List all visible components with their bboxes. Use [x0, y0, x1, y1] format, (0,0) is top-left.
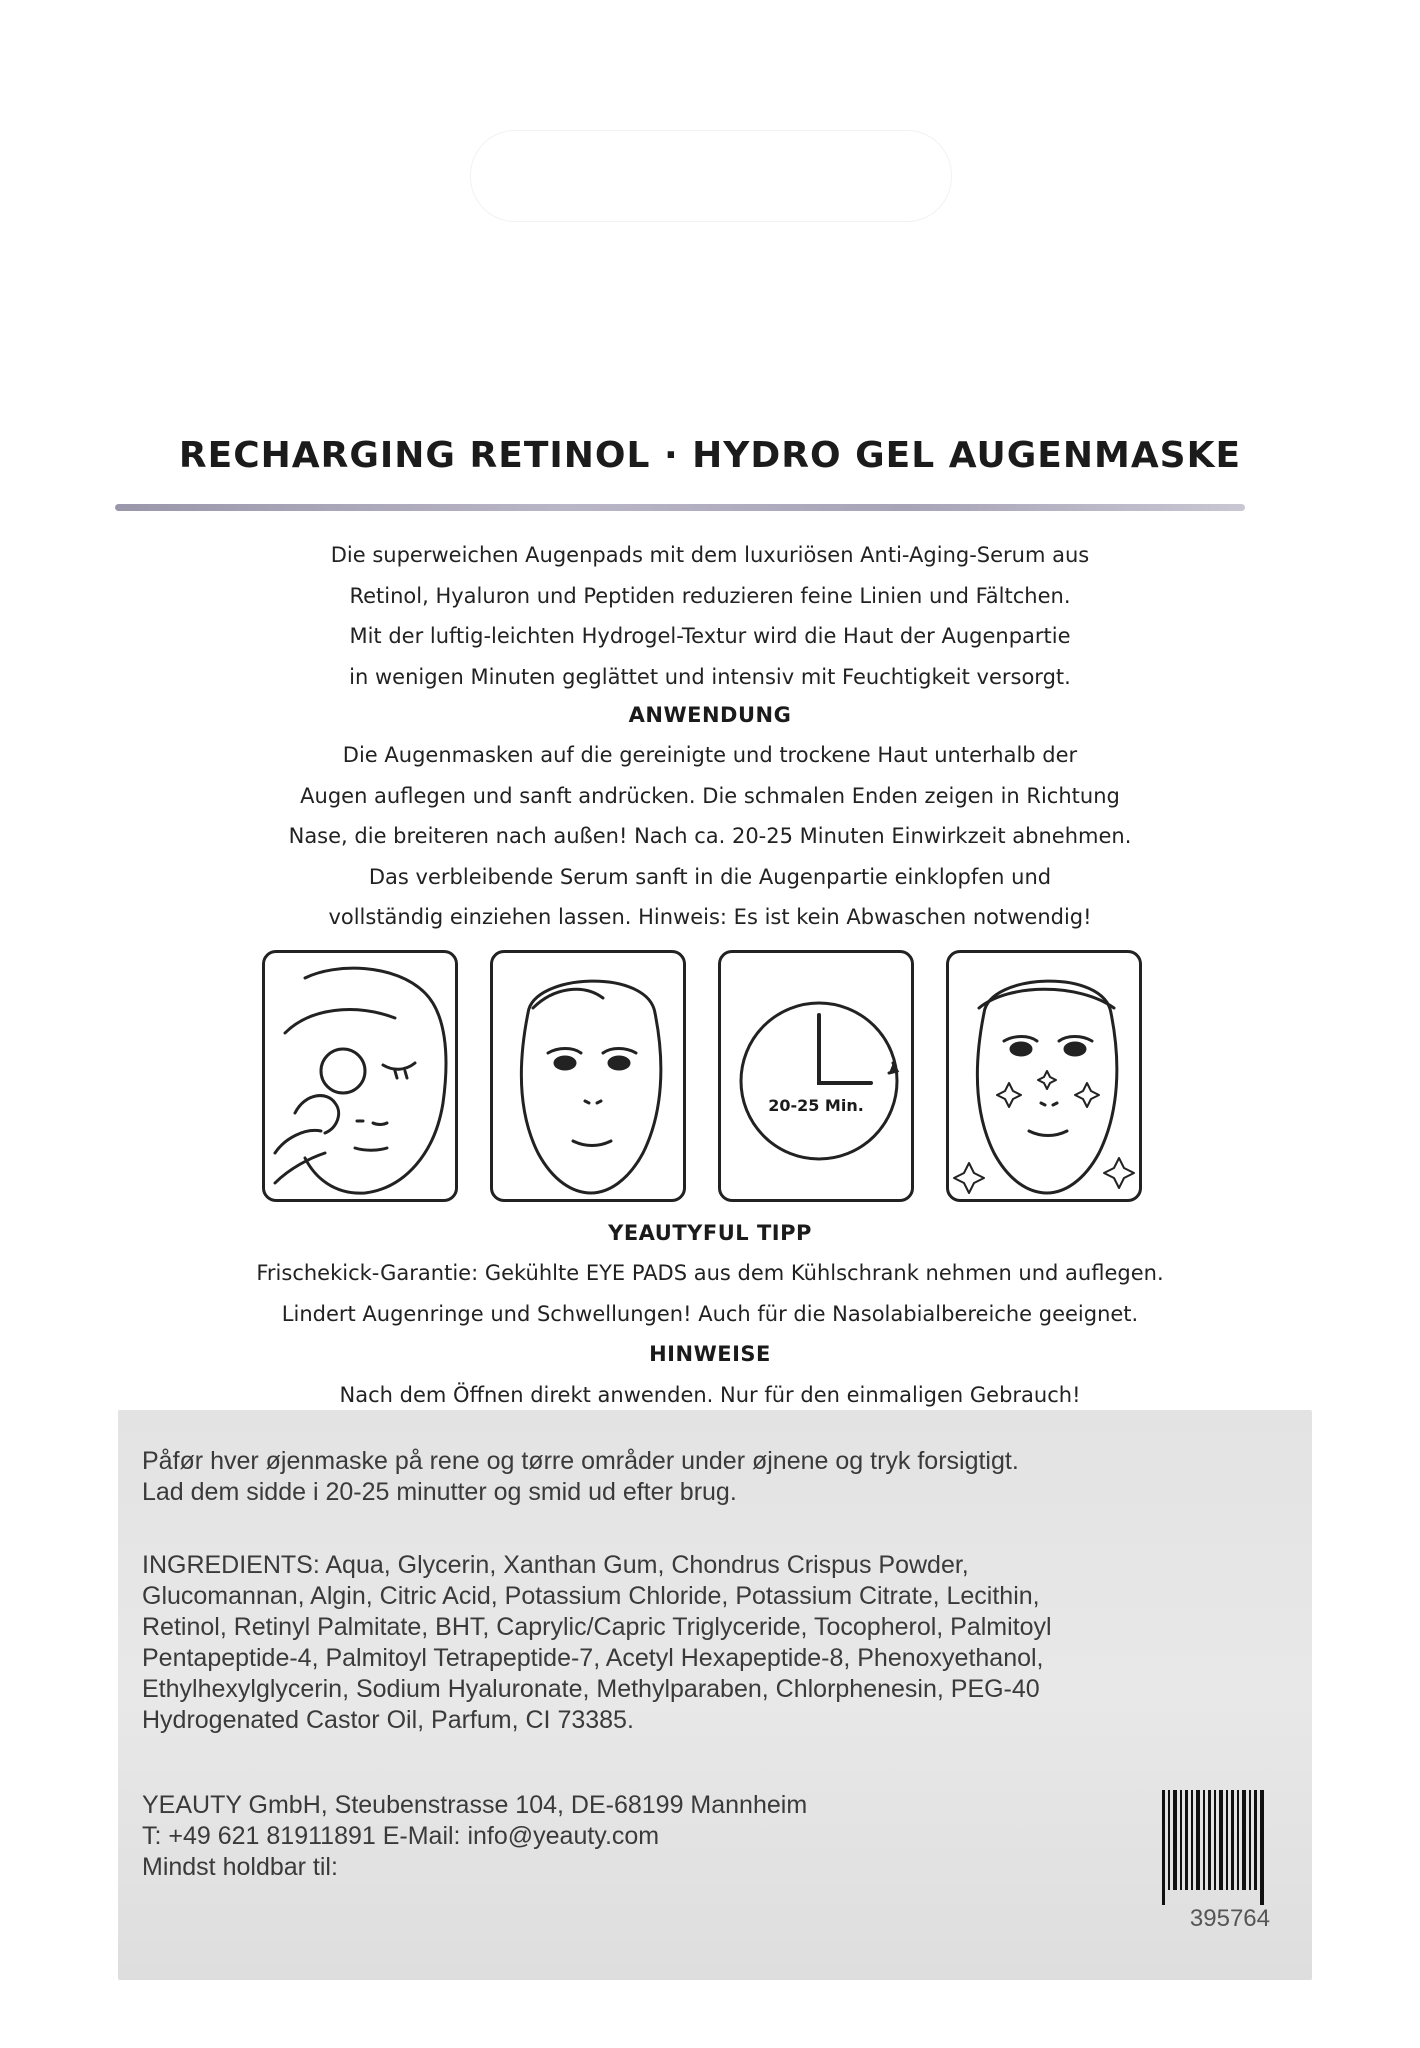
ingredients-line: INGREDIENTS: Aqua, Glycerin, Xanthan Gum… [142, 1551, 969, 1579]
application-steps: 20-25 Min. [262, 950, 1142, 1206]
usage-heading: ANWENDUNG [628, 703, 792, 727]
ingredients-line: Ethylhexylglycerin, Sodium Hyaluronate, … [142, 1675, 1040, 1703]
step-apply [490, 950, 686, 1202]
company-contact: T: +49 621 81911891 E-Mail: info@yeauty.… [142, 1822, 660, 1850]
step-wait: 20-25 Min. [718, 950, 914, 1202]
notes-line: Nach dem Öffnen direkt anwenden. Nur für… [339, 1383, 1081, 1407]
notes-paragraph: Nach dem Öffnen direkt anwenden. Nur für… [150, 1375, 1270, 1416]
clock-duration-label: 20-25 Min. [768, 1096, 864, 1115]
title-underline [115, 504, 1245, 511]
usage-line: Augen auflegen und sanft andrücken. Die … [300, 783, 1120, 808]
usage-line: vollständig einziehen lassen. Hinweis: E… [328, 905, 1092, 929]
usage-line: Das verbleibende Serum sanft in die Auge… [368, 864, 1052, 889]
sticker-label [118, 1410, 1312, 1980]
clock-icon [739, 1001, 900, 1161]
intro-line: Mit der luftig-leichten Hydrogel-Textur … [349, 624, 1071, 648]
radiant-face-icon [953, 979, 1135, 1195]
tip-line: Lindert Augenringe und Schwellungen! Auc… [281, 1301, 1139, 1326]
face-cleansing-icon [273, 966, 448, 1195]
company-address: YEAUTY GmbH, Steubenstrasse 104, DE-6819… [142, 1791, 808, 1819]
usage-line: Die Augenmasken auf die gereinigte und t… [342, 743, 1078, 767]
hang-hole [470, 130, 952, 222]
ingredients-line: Hydrogenated Castor Oil, Parfum, CI 7338… [142, 1706, 634, 1734]
tip-heading: YEAUTYFUL TIPP [608, 1221, 812, 1245]
intro-line: in wenigen Minuten geglättet und intensi… [349, 664, 1071, 689]
step-result [946, 950, 1142, 1202]
barcode [1162, 1790, 1264, 1905]
intro-line: Die superweichen Augenpads mit dem luxur… [330, 543, 1090, 567]
usage-line: Nase, die breiteren nach außen! Nach ca.… [288, 824, 1132, 848]
danish-line: Lad dem sidde i 20-25 minutter og smid u… [142, 1478, 737, 1506]
intro-line: Retinol, Hyaluron und Peptiden reduziere… [349, 583, 1071, 608]
usage-paragraph: Die Augenmasken auf die gereinigte und t… [150, 735, 1270, 938]
product-title: RECHARGING RETINOL · HYDRO GEL AUGENMASK… [178, 435, 1242, 476]
ingredients-list: INGREDIENTS: Aqua, Glycerin, Xanthan Gum… [142, 1550, 1052, 1736]
face-mask-applied-icon [519, 979, 663, 1195]
ingredients-line: Retinol, Retinyl Palmitate, BHT, Capryli… [142, 1613, 1052, 1641]
danish-instructions: Påfør hver øjenmaske på rene og tørre om… [142, 1446, 1019, 1508]
barcode-number: 395764 [1189, 1905, 1270, 1932]
ingredients-line: Pentapeptide-4, Palmitoyl Tetrapeptide-7… [142, 1644, 1044, 1672]
ingredients-line: Glucomannan, Algin, Citric Acid, Potassi… [142, 1582, 1040, 1610]
intro-paragraph: Die superweichen Augenpads mit dem luxur… [150, 535, 1270, 697]
notes-heading: HINWEISE [649, 1342, 771, 1366]
tip-paragraph: Frischekick-Garantie: Gekühlte EYE PADS … [150, 1253, 1270, 1334]
tip-line: Frischekick-Garantie: Gekühlte EYE PADS … [256, 1261, 1164, 1285]
danish-line: Påfør hver øjenmaske på rene og tørre om… [142, 1447, 1019, 1475]
best-before-label: Mindst holdbar til: [142, 1853, 338, 1881]
company-info: YEAUTY GmbH, Steubenstrasse 104, DE-6819… [142, 1790, 807, 1883]
step-cleanse [262, 950, 458, 1202]
